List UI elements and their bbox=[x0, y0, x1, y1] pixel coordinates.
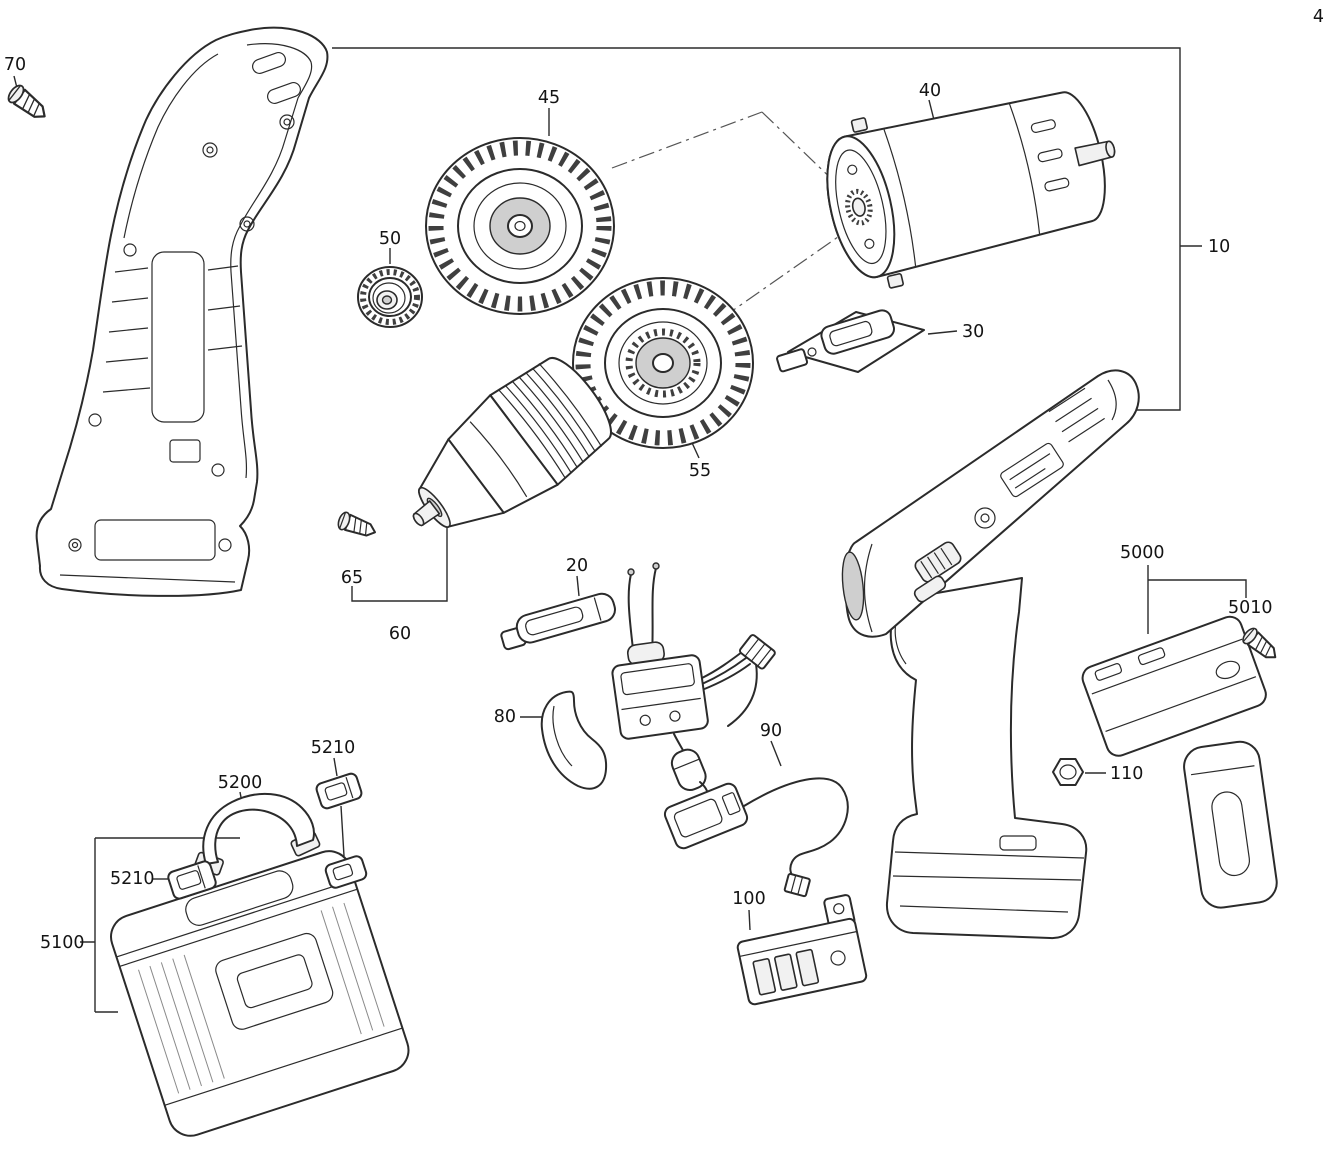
carrying-case bbox=[110, 850, 410, 1137]
label-10: 10 bbox=[1208, 237, 1230, 257]
ring-gear bbox=[572, 277, 754, 449]
chuck-screw bbox=[335, 509, 380, 542]
leader-housing-set bbox=[332, 47, 1202, 411]
label-20: 20 bbox=[566, 556, 588, 576]
clutch-collar bbox=[425, 137, 615, 315]
leader-fr-button bbox=[576, 575, 580, 597]
leader-motor bbox=[928, 99, 935, 121]
drill-body bbox=[841, 369, 1140, 940]
label-60: 60 bbox=[389, 624, 411, 644]
label-5100: 5100 bbox=[40, 933, 85, 953]
label-110: 110 bbox=[1110, 764, 1143, 784]
wire-assembly bbox=[663, 777, 849, 898]
page-number: 4 bbox=[1313, 7, 1324, 27]
label-80: 80 bbox=[494, 707, 516, 727]
case-latch-upper bbox=[315, 772, 363, 810]
switch-assembly bbox=[540, 562, 776, 804]
label-5000: 5000 bbox=[1120, 543, 1165, 563]
leader-terminal-block bbox=[748, 909, 751, 931]
label-5210-lower: 5210 bbox=[110, 869, 155, 889]
label-5200: 5200 bbox=[218, 773, 263, 793]
leader-case-latch-upper bbox=[333, 757, 345, 857]
label-5010: 5010 bbox=[1228, 598, 1273, 618]
case-latch-mounted bbox=[324, 855, 368, 889]
assembly-axis-line bbox=[611, 111, 763, 169]
label-40: 40 bbox=[919, 81, 941, 101]
leader-battery-bracket bbox=[1147, 565, 1247, 634]
selector-plate bbox=[776, 309, 925, 373]
label-65: 65 bbox=[341, 568, 363, 588]
battery-pack bbox=[1081, 615, 1278, 909]
label-90: 90 bbox=[760, 721, 782, 741]
housing-left-half bbox=[35, 26, 329, 597]
bearing bbox=[357, 266, 423, 328]
chuck bbox=[412, 356, 612, 528]
leader-case-bracket bbox=[80, 837, 240, 1013]
case-latch-lower bbox=[167, 860, 217, 900]
housing-screw bbox=[4, 81, 52, 126]
label-45: 45 bbox=[538, 88, 560, 108]
terminal-block bbox=[736, 894, 868, 1006]
motor bbox=[826, 91, 1116, 289]
label-30: 30 bbox=[962, 322, 984, 342]
label-70: 70 bbox=[4, 55, 26, 75]
leader-selector-plate bbox=[927, 330, 958, 335]
nut bbox=[1052, 758, 1084, 786]
leader-wire-assembly bbox=[770, 740, 782, 767]
leader-chuck-bracket bbox=[351, 528, 448, 602]
label-100: 100 bbox=[732, 889, 765, 909]
forward-reverse-button bbox=[500, 592, 616, 651]
label-5210-upper: 5210 bbox=[311, 738, 356, 758]
label-55: 55 bbox=[689, 461, 711, 481]
label-50: 50 bbox=[379, 229, 401, 249]
